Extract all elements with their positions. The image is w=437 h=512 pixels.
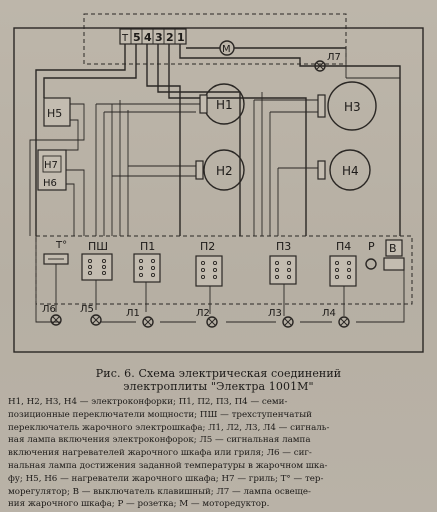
thermostat: Т° xyxy=(43,240,69,265)
switch-b-label: В xyxy=(389,242,397,255)
terminal-label: 4 xyxy=(144,31,152,44)
bus-wires xyxy=(35,44,401,236)
legend-line: морегулятор; В — выключатель клавишный; … xyxy=(8,486,311,497)
lamp-l5: Л5 xyxy=(80,304,102,326)
burner-label: Н2 xyxy=(216,164,233,178)
lamp-l7: Л7 xyxy=(314,52,341,72)
terminal-label: 1 xyxy=(177,31,185,44)
switch-label: ПШ xyxy=(88,240,108,253)
dashed-enclosure-top xyxy=(83,13,347,65)
terminal-label: Т xyxy=(121,33,129,44)
outer-frame xyxy=(13,27,424,353)
legend-line: позиционные переключатели мощности; ПШ —… xyxy=(8,409,312,420)
figure-caption-line-2: электроплиты "Электра 1001М" xyxy=(123,380,314,393)
socket: Р xyxy=(365,240,377,270)
terminal-label: 3 xyxy=(155,31,163,44)
lamp-l3: Л3 xyxy=(268,308,294,328)
switch-label: П4 xyxy=(336,240,351,253)
motor-symbol: М xyxy=(186,40,346,56)
heater-h7: Н7 Н6 xyxy=(37,149,67,191)
key-switch: В xyxy=(383,239,405,271)
burner-label: Н3 xyxy=(344,100,361,114)
legend-line: нальная лампа достижения заданной темпер… xyxy=(8,460,328,471)
burner-label: Н1 xyxy=(216,98,233,112)
burner-h3: Н3 xyxy=(317,81,377,131)
terminal-label: 2 xyxy=(166,31,174,44)
lamp-label: Л4 xyxy=(322,308,336,319)
figure-caption-line-1: Рис. 6. Схема электрическая соединений xyxy=(95,367,342,380)
lamp-label: Л5 xyxy=(80,304,94,315)
burner-h2: Н2 xyxy=(195,149,245,191)
wiring-diagram: Т 5 4 3 2 1 М xyxy=(13,13,424,353)
lamp-label: Л7 xyxy=(327,52,341,63)
lamp-l1: Л1 xyxy=(126,308,154,328)
switch-label: П1 xyxy=(140,240,155,253)
lamp-l2: Л2 xyxy=(196,308,218,328)
burner-h1: Н1 xyxy=(199,83,245,125)
lamp-l6: Л6 xyxy=(42,304,62,326)
switch-psh: ПШ xyxy=(81,240,113,281)
heater-h5: Н5 xyxy=(43,97,71,127)
switch-p4: П4 xyxy=(329,240,357,287)
legend-line: ния жарочного шкафа; Р — розетка; М — мо… xyxy=(8,499,270,510)
legend-line: Н1, Н2, Н3, Н4 — электроконфорки; П1, П2… xyxy=(8,397,288,407)
thermostat-label: Т° xyxy=(55,240,67,251)
lamp-label: Л3 xyxy=(268,308,282,319)
terminal-block: Т 5 4 3 2 1 xyxy=(119,28,187,45)
legend-text: Н1, Н2, Н3, Н4 — электроконфорки; П1, П2… xyxy=(8,396,432,511)
lamp-l4: Л4 xyxy=(322,308,350,328)
legend-line: включения нагревателей жарочного шкафа и… xyxy=(8,448,312,459)
switch-label: П2 xyxy=(200,240,215,253)
motor-label: М xyxy=(222,44,231,55)
lamp-label: Л1 xyxy=(126,308,140,319)
legend-line: фу; Н5, Н6 — нагреватели жарочного шкафа… xyxy=(8,473,324,484)
legend-line: переключатель жарочного электрошкафа; Л1… xyxy=(8,422,330,433)
switch-p1: П1 xyxy=(133,240,161,283)
socket-label: Р xyxy=(368,240,375,253)
lamp-label: Л2 xyxy=(196,308,210,319)
burner-label: Н4 xyxy=(342,164,359,178)
heater-wires xyxy=(29,103,85,236)
switch-p2: П2 xyxy=(195,240,223,287)
terminal-label: 5 xyxy=(133,31,141,44)
legend-line: ная лампа включения электроконфорок; Л5 … xyxy=(8,435,311,446)
heater-label: Н7 xyxy=(44,160,58,171)
burner-h4: Н4 xyxy=(317,149,371,191)
switch-label: П3 xyxy=(276,240,291,253)
heater-label: Н6 xyxy=(43,178,57,189)
lamp-label: Л6 xyxy=(42,304,56,315)
switch-p3: П3 xyxy=(269,240,297,285)
heater-label: Н5 xyxy=(47,107,62,120)
